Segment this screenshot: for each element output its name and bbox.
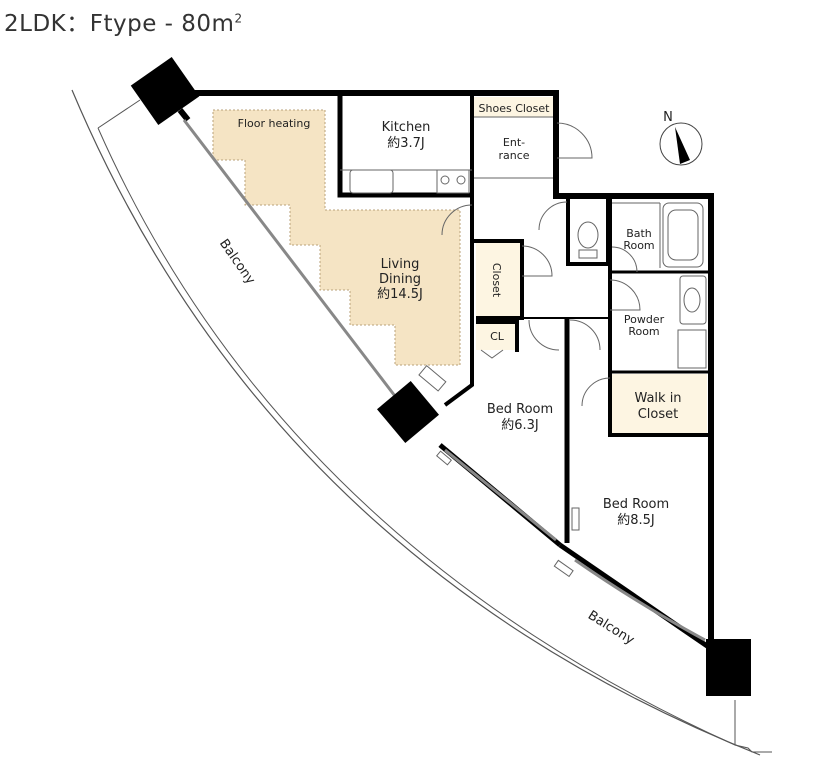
column-northwest bbox=[130, 57, 200, 125]
title-text: 2LDK：Ftype - 80m bbox=[4, 11, 235, 37]
bed1-size: 約6.3J bbox=[501, 418, 539, 433]
stove-icon bbox=[436, 169, 470, 194]
door-swings bbox=[441, 122, 641, 407]
compass: N bbox=[659, 110, 703, 166]
wic-fill bbox=[611, 374, 707, 433]
balcony-west-label: Balcony bbox=[216, 237, 258, 288]
living-label-1: Living bbox=[381, 257, 420, 272]
plan-title: 2LDK：Ftype - 80m2 bbox=[4, 4, 243, 38]
washer-icon bbox=[677, 329, 707, 369]
toilet-icon bbox=[577, 221, 599, 249]
wic-label-2: Closet bbox=[638, 407, 679, 422]
balcony-end bbox=[734, 744, 772, 753]
bed2-size: 約8.5J bbox=[617, 513, 655, 528]
cl-label: CL bbox=[490, 330, 505, 343]
balcony-inner-edge bbox=[97, 99, 736, 746]
shoes-closet-fill bbox=[474, 97, 553, 117]
balcony-south-label: Balcony bbox=[585, 608, 637, 648]
north-arrow-icon bbox=[675, 127, 690, 164]
cl-fill bbox=[476, 320, 516, 350]
washbasin-icon bbox=[679, 275, 707, 325]
column-southeast bbox=[706, 639, 751, 696]
bath-label-2: Room bbox=[623, 239, 654, 252]
fixtures bbox=[349, 169, 707, 578]
kitchen-size: 約3.7J bbox=[387, 136, 425, 151]
powder-label-1: Powder bbox=[624, 313, 665, 326]
bed2-label: Bed Room bbox=[603, 497, 669, 512]
powder-label-2: Room bbox=[628, 325, 659, 338]
closet-label: Closet bbox=[490, 263, 503, 298]
kitchen-label: Kitchen bbox=[382, 120, 431, 135]
balcony-outer-edge bbox=[71, 89, 761, 756]
bath-label-1: Bath bbox=[626, 227, 652, 240]
column-middle bbox=[377, 381, 439, 443]
compass-label: N bbox=[663, 110, 673, 125]
thin-lines bbox=[182, 116, 706, 642]
bed1-label: Bed Room bbox=[487, 402, 553, 417]
title-superscript: 2 bbox=[234, 11, 243, 26]
bathtub-icon bbox=[662, 202, 704, 268]
closet-fill bbox=[476, 243, 521, 318]
living-size: 約14.5J bbox=[377, 287, 423, 302]
wic-label-1: Walk in bbox=[634, 391, 681, 406]
living-label-2: Dining bbox=[379, 272, 421, 287]
shoes-closet-label: Shoes Closet bbox=[479, 102, 551, 115]
floor-heating-area bbox=[212, 109, 461, 366]
entrance-label-1: Ent- bbox=[503, 136, 525, 149]
ac-unit-icon bbox=[418, 364, 447, 392]
kitchen-sink-icon bbox=[349, 169, 394, 194]
floor-heating-label: Floor heating bbox=[238, 117, 311, 130]
entrance-label-2: rance bbox=[498, 149, 529, 162]
